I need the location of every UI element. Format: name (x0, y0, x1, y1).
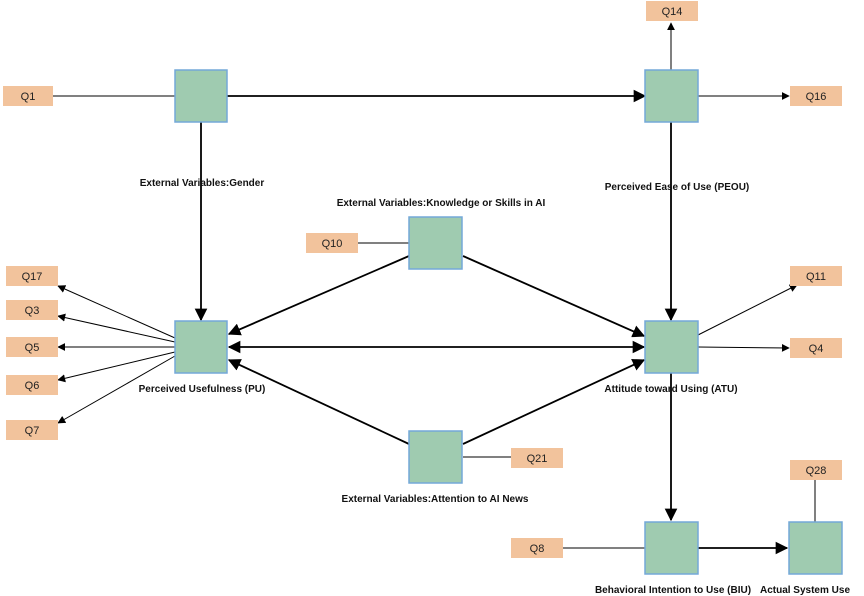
item-q3-label: Q3 (25, 305, 40, 317)
item-q7: Q7 (6, 420, 58, 440)
item-q21-label: Q21 (527, 453, 548, 465)
item-q4-label: Q4 (809, 343, 824, 355)
construct-pu-box (174, 320, 228, 374)
item-q6-label: Q6 (25, 380, 40, 392)
construct-biu-label: Behavioral Intention to Use (BIU) (595, 585, 751, 596)
item-q16-label: Q16 (806, 91, 827, 103)
construct-atu-box (644, 320, 699, 374)
edge-knowledge-to-atu (462, 255, 646, 338)
edge-attention-to-atu (462, 359, 646, 445)
item-q11-label: Q11 (806, 271, 826, 283)
construct-asu-box (788, 521, 843, 575)
item-q16: Q16 (790, 86, 842, 106)
item-q17: Q17 (6, 266, 58, 286)
construct-asu-label: Actual System Use (760, 585, 850, 596)
item-q14: Q14 (646, 1, 698, 21)
edge-knowledge-to-pu (227, 255, 410, 336)
link-atu-q4 (697, 343, 790, 352)
construct-gender-label: External Variables:Gender (140, 178, 265, 189)
construct-gender-box (174, 69, 228, 123)
item-q28-label: Q28 (806, 465, 827, 477)
item-q11: Q11 (790, 266, 842, 286)
item-q10-label: Q10 (322, 238, 343, 250)
item-q6: Q6 (6, 375, 58, 395)
item-q8: Q8 (511, 538, 563, 558)
item-q21: Q21 (511, 448, 563, 468)
construct-pu-label: Perceived Usefulness (PU) (139, 384, 266, 395)
edge-attention-to-pu (227, 359, 410, 445)
construct-knowledge-label: External Variables:Knowledge or Skills i… (337, 198, 546, 209)
item-q28: Q28 (790, 460, 842, 480)
item-q17-label: Q17 (22, 271, 43, 283)
link-pu-q17 (57, 285, 176, 339)
construct-knowledge-box (408, 216, 463, 270)
item-q7-label: Q7 (25, 425, 40, 437)
item-q5-label: Q5 (25, 342, 40, 354)
construct-biu-box (644, 521, 699, 575)
construct-atu-label: Attitude toward Using (ATU) (604, 384, 737, 395)
item-q8-label: Q8 (530, 543, 545, 555)
link-pu-q7 (57, 355, 176, 424)
item-q1-label: Q1 (21, 91, 36, 103)
link-atu-q11 (697, 284, 798, 336)
construct-peou-label: Perceived Ease of Use (PEOU) (605, 182, 750, 193)
link-pu-q6 (57, 351, 176, 383)
item-q14-label: Q14 (662, 6, 683, 18)
construct-attention-label: External Variables:Attention to AI News (342, 494, 529, 505)
item-q3: Q3 (6, 300, 58, 320)
item-q1: Q1 (3, 86, 53, 106)
construct-attention-box (408, 430, 463, 484)
construct-peou-box (644, 69, 699, 123)
item-q10: Q10 (306, 233, 358, 253)
item-q5: Q5 (6, 337, 58, 357)
link-pu-q3 (57, 313, 176, 343)
item-q4: Q4 (790, 338, 842, 358)
